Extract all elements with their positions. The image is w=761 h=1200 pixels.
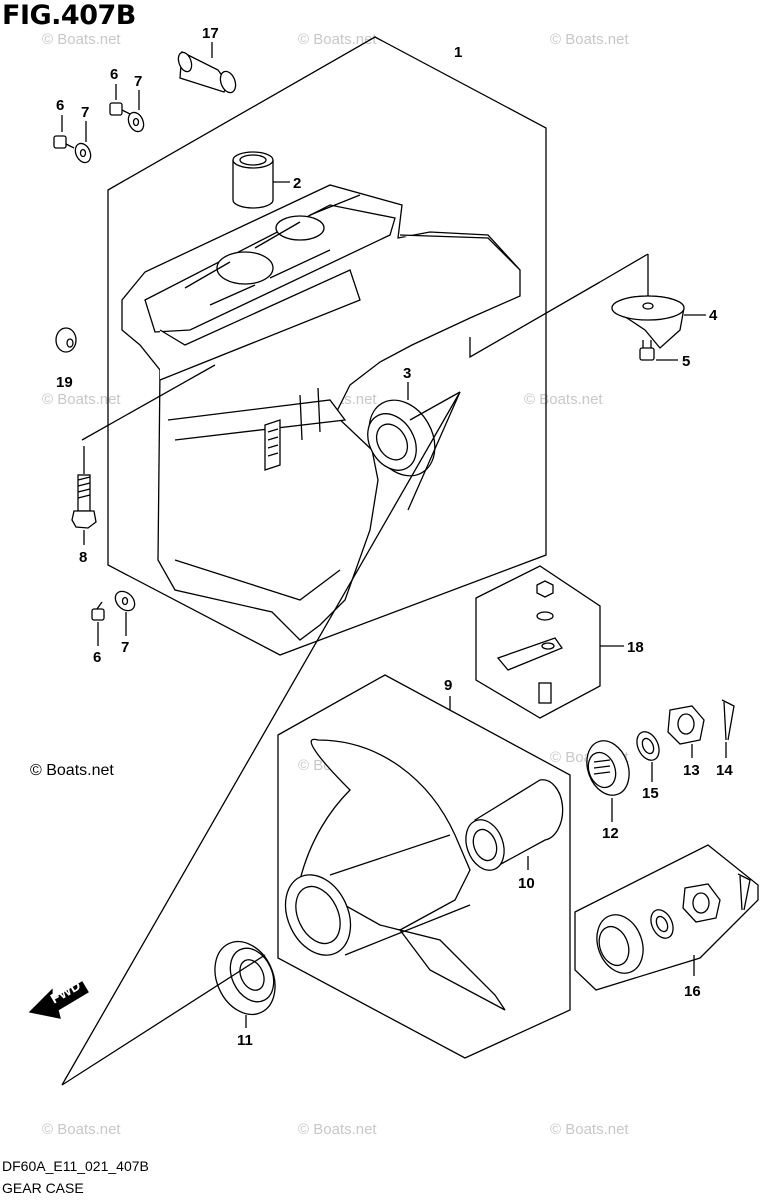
callout-number: 6 <box>93 649 101 666</box>
copyright-note: © Boats.net <box>30 762 114 779</box>
callouts: 1 2 3 4 5 6 7 6 7 6 7 8 9 10 11 12 13 14… <box>56 25 733 1049</box>
callout-number: 15 <box>642 785 659 802</box>
callout-number: 18 <box>627 639 644 656</box>
part-17-grommet <box>177 50 237 94</box>
leader-line <box>599 253 649 283</box>
leader-line <box>409 391 461 421</box>
callout-number: 3 <box>403 365 411 382</box>
part-14-cotter-pin <box>721 699 735 741</box>
part-16-kit-frame <box>574 844 759 991</box>
callout-number: 9 <box>444 677 452 694</box>
callout-number: 12 <box>602 825 619 842</box>
part-2-bushing <box>232 151 274 209</box>
leader-line <box>61 391 461 1086</box>
figure-title: FIG.407B <box>2 0 136 31</box>
callout-number: 4 <box>709 307 718 324</box>
watermark: © Boats.net <box>550 1121 629 1138</box>
watermark: © Boats.net <box>42 391 121 408</box>
callout-number: 13 <box>683 762 700 779</box>
watermark: © Boats.net <box>42 1121 121 1138</box>
part-19-cap <box>55 327 77 353</box>
part-9-propeller <box>284 738 506 1011</box>
watermarks: © Boats.net © Boats.net © Boats.net © Bo… <box>42 31 629 1138</box>
callout-number: 6 <box>56 97 64 114</box>
callout-number: 16 <box>684 983 701 1000</box>
part-6-screw <box>91 601 105 621</box>
callout-number: 2 <box>293 175 301 192</box>
part-11-thrust-bushing <box>214 940 276 1016</box>
part-8-bolt <box>71 474 97 529</box>
watermark: © Boats.net <box>42 31 121 48</box>
part-5-bolt <box>639 340 655 361</box>
part-6-screw <box>53 135 75 149</box>
part-18-kit-frame <box>475 565 601 719</box>
part-13-nut <box>667 705 705 745</box>
callout-number: 5 <box>682 353 690 370</box>
gear-case-body <box>121 184 521 641</box>
part-18-hardware <box>496 580 563 704</box>
callout-number: 14 <box>716 762 733 779</box>
figure-code: DF60A_E11_021_407B <box>2 1158 149 1174</box>
watermark: © Boats.net <box>298 1121 377 1138</box>
part-3-oil-seal <box>367 399 436 477</box>
callout-number: 8 <box>79 549 87 566</box>
forward-arrow <box>28 981 89 1019</box>
callout-number: 7 <box>81 104 89 121</box>
callout-number: 10 <box>518 875 535 892</box>
leader-line <box>81 364 216 441</box>
part-10-bushing <box>465 779 564 871</box>
leader-line <box>61 954 266 1086</box>
part-16-hardware <box>596 873 751 974</box>
callout-number: 7 <box>134 73 142 90</box>
gear-case-frame <box>107 36 547 656</box>
part-9-propeller-frame <box>277 674 571 1059</box>
watermark: © Boats.net <box>524 391 603 408</box>
part-15-washer <box>636 731 660 761</box>
callout-number: 1 <box>454 44 462 61</box>
part-7-washer <box>127 111 145 133</box>
part-6-screw <box>109 102 131 116</box>
callout-number: 11 <box>237 1032 253 1049</box>
part-4-trim-tab <box>611 295 685 349</box>
part-7-washer <box>74 142 92 164</box>
callout-number: 19 <box>56 374 73 391</box>
part-7-washer <box>114 590 136 612</box>
leader-line <box>407 391 461 511</box>
leader-line <box>469 281 601 359</box>
callout-number: 17 <box>202 25 219 42</box>
callout-number: 7 <box>121 639 129 656</box>
part-12-spacer <box>586 740 630 796</box>
figure-name: GEAR CASE <box>2 1180 84 1196</box>
watermark: © Boats.net <box>298 31 377 48</box>
watermark: © Boats.net <box>550 31 629 48</box>
callout-number: 6 <box>110 66 118 83</box>
